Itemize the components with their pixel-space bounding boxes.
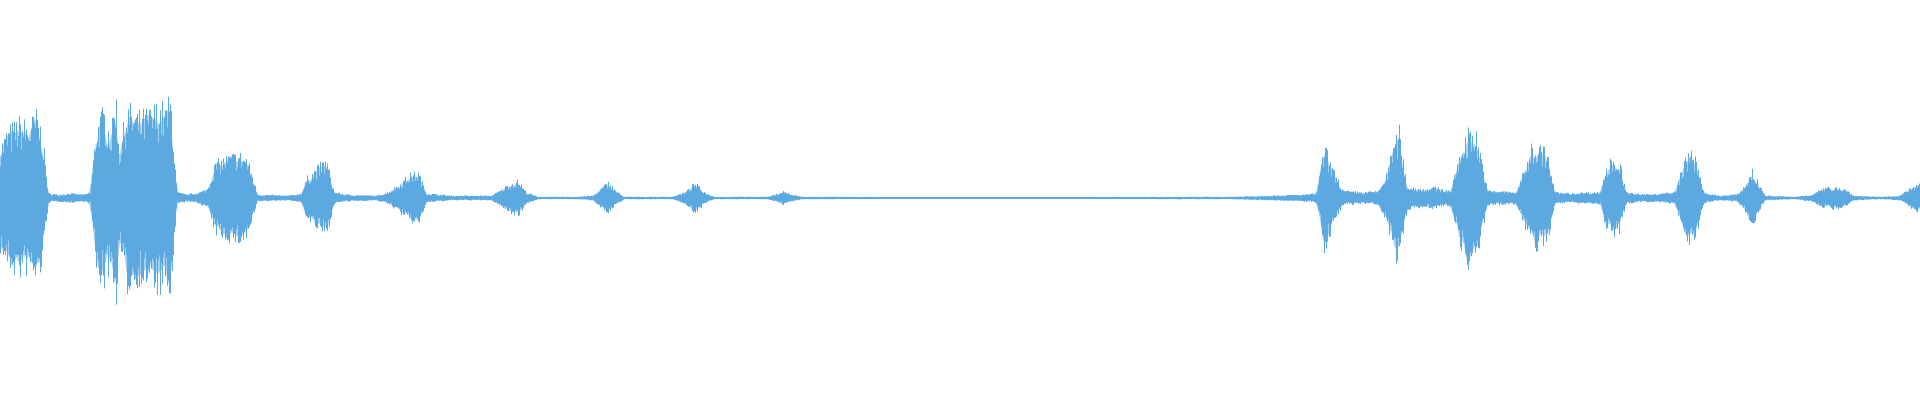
waveform-sample-lines — [0, 96, 1920, 305]
